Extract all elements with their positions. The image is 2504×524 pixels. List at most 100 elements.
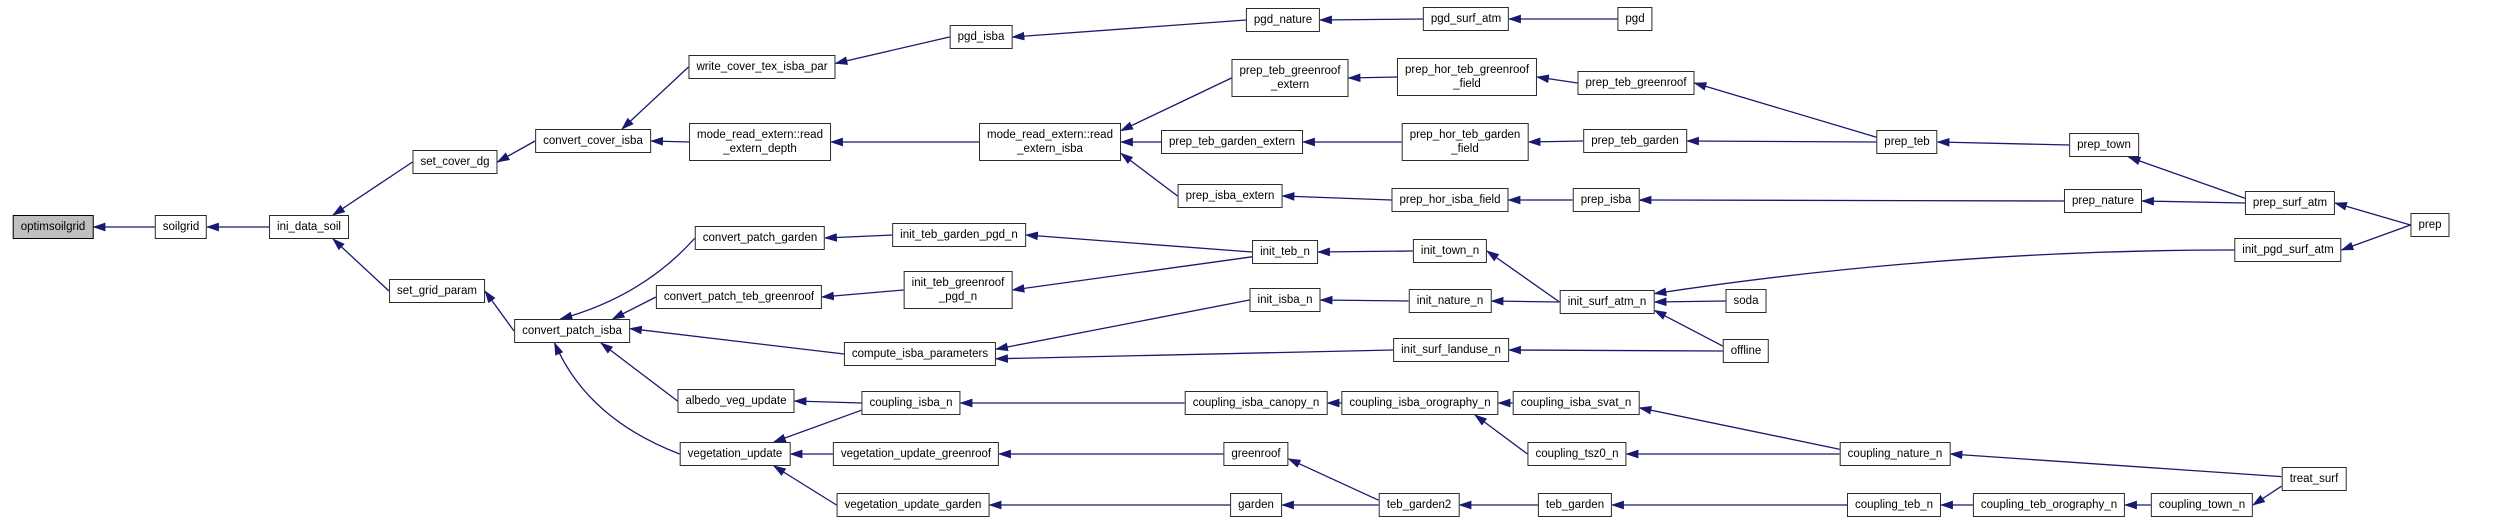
edge-prep_teb_greenroof_extern-to-read_extern_isba — [1120, 77, 1232, 132]
node-albedo_veg_update[interactable]: albedo_veg_update — [677, 389, 795, 413]
node-pgd_nature[interactable]: pgd_nature — [1245, 8, 1321, 32]
node-prep_teb_greenroof[interactable]: prep_teb_greenroof — [1577, 71, 1695, 95]
node-prep_town[interactable]: prep_town — [2069, 133, 2139, 157]
node-prep_teb_garden[interactable]: prep_teb_garden — [1583, 129, 1687, 153]
edge-prep_hor_isba_field-to-prep_isba_extern — [1281, 192, 1392, 201]
edge-prep-to-init_pgd_surf_atm — [2340, 224, 2411, 251]
edge-init_surf_atm_n-to-init_town_n — [1486, 250, 1560, 303]
node-compute_isba_parameters[interactable]: compute_isba_parameters — [843, 342, 997, 366]
node-convert_patch_teb_greenroof[interactable]: convert_patch_teb_greenroof — [655, 285, 823, 309]
node-prep[interactable]: prep — [2410, 213, 2450, 237]
node-prep_hor_teb_garden_field[interactable]: prep_hor_teb_garden _field — [1401, 123, 1529, 161]
node-init_surf_landuse_n[interactable]: init_surf_landuse_n — [1393, 338, 1509, 362]
node-init_isba_n[interactable]: init_isba_n — [1249, 288, 1321, 312]
node-offline[interactable]: offline — [1722, 339, 1770, 363]
edge-init_town_n-to-init_teb_n — [1316, 247, 1414, 257]
node-prep_teb_greenroof_extern[interactable]: prep_teb_greenroof _extern — [1231, 59, 1349, 97]
edge-write_cover_tex_isba_par-to-convert_cover_isba — [621, 66, 689, 130]
node-teb_garden[interactable]: teb_garden — [1537, 493, 1613, 517]
node-init_nature_n[interactable]: init_nature_n — [1408, 289, 1492, 313]
node-init_town_n[interactable]: init_town_n — [1412, 239, 1488, 263]
node-coupling_tsz0_n[interactable]: coupling_tsz0_n — [1527, 442, 1627, 466]
node-treat_surf[interactable]: treat_surf — [2281, 467, 2347, 491]
node-init_teb_greenroof_pgd_n[interactable]: init_teb_greenroof _pgd_n — [903, 271, 1013, 309]
node-pgd_isba[interactable]: pgd_isba — [949, 25, 1013, 49]
node-soilgrid[interactable]: soilgrid — [154, 215, 208, 239]
node-garden[interactable]: garden — [1230, 493, 1282, 517]
node-greenroof[interactable]: greenroof — [1223, 442, 1289, 466]
edge-prep_teb_greenroof-to-prep_hor_teb_greenroof_field — [1535, 74, 1578, 84]
node-coupling_town_n[interactable]: coupling_town_n — [2150, 493, 2254, 517]
node-init_teb_n[interactable]: init_teb_n — [1252, 240, 1318, 264]
node-coupling_isba_orography_n[interactable]: coupling_isba_orography_n — [1341, 391, 1499, 415]
edge-init_nature_n-to-init_isba_n — [1319, 295, 1409, 305]
edge-prep_teb_garden-to-prep_hor_teb_garden_field — [1527, 137, 1584, 147]
node-coupling_isba_n[interactable]: coupling_isba_n — [861, 391, 961, 415]
node-prep_nature[interactable]: prep_nature — [2063, 189, 2143, 213]
edge-init_pgd_surf_atm-to-init_surf_atm_n — [1653, 249, 2235, 297]
node-prep_teb_garden_extern[interactable]: prep_teb_garden_extern — [1161, 130, 1303, 154]
edge-prep_surf_atm-to-prep_town — [2127, 156, 2246, 199]
edge-offline-to-init_surf_landuse_n — [1507, 345, 1724, 355]
node-pgd_surf_atm[interactable]: pgd_surf_atm — [1422, 7, 1510, 31]
edge-convert_patch_teb_greenroof-to-convert_patch_isba — [611, 296, 657, 320]
node-convert_patch_garden[interactable]: convert_patch_garden — [694, 226, 826, 250]
node-prep_surf_atm[interactable]: prep_surf_atm — [2244, 191, 2336, 215]
node-vegetation_update_garden[interactable]: vegetation_update_garden — [836, 493, 990, 517]
node-write_cover_tex_isba_par[interactable]: write_cover_tex_isba_par — [688, 55, 836, 79]
edge-albedo_veg_update-to-convert_patch_isba — [600, 342, 678, 402]
edge-prep_surf_atm-to-prep_nature — [2140, 196, 2246, 206]
edge-teb_garden2-to-greenroof — [1287, 458, 1379, 501]
edge-init_teb_greenroof_pgd_n-to-convert_patch_teb_greenroof — [820, 289, 904, 301]
edge-prep_hor_teb_greenroof_field-to-prep_teb_greenroof_extern — [1347, 73, 1398, 83]
node-pgd[interactable]: pgd — [1617, 7, 1653, 31]
node-coupling_isba_svat_n[interactable]: coupling_isba_svat_n — [1512, 391, 1640, 415]
edge-prep_nature-to-prep_isba — [1638, 195, 2065, 205]
node-init_surf_atm_n[interactable]: init_surf_atm_n — [1559, 290, 1655, 314]
node-set_cover_dg[interactable]: set_cover_dg — [412, 150, 498, 174]
node-set_grid_param[interactable]: set_grid_param — [389, 279, 485, 303]
node-init_pgd_surf_atm[interactable]: init_pgd_surf_atm — [2234, 238, 2342, 262]
node-read_extern_isba[interactable]: mode_read_extern::read _extern_isba — [979, 123, 1121, 161]
edge-coupling_nature_n-to-coupling_isba_svat_n — [1638, 405, 1840, 450]
node-soda[interactable]: soda — [1725, 289, 1767, 313]
node-prep_isba[interactable]: prep_isba — [1572, 188, 1640, 212]
node-read_extern_depth[interactable]: mode_read_extern::read _extern_depth — [689, 123, 831, 161]
edge-coupling_isba_n-to-albedo_veg_update — [793, 397, 862, 406]
edge-prep_isba_extern-to-read_extern_isba — [1120, 152, 1178, 197]
edge-init_teb_n-to-init_teb_greenroof_pgd_n — [1011, 256, 1253, 293]
node-prep_isba_extern[interactable]: prep_isba_extern — [1177, 184, 1283, 208]
node-coupling_teb_orography_n[interactable]: coupling_teb_orography_n — [1972, 493, 2126, 517]
edge-init_teb_n-to-init_teb_garden_pgd_n — [1024, 231, 1253, 253]
edge-prep_teb-to-prep_teb_garden — [1685, 136, 1877, 146]
edge-prep-to-prep_surf_atm — [2333, 202, 2411, 226]
node-prep_hor_isba_field[interactable]: prep_hor_isba_field — [1391, 188, 1509, 212]
node-coupling_isba_canopy_n[interactable]: coupling_isba_canopy_n — [1184, 391, 1328, 415]
node-vegetation_update[interactable]: vegetation_update — [679, 442, 791, 466]
node-teb_garden2[interactable]: teb_garden2 — [1378, 493, 1460, 517]
node-vegetation_update_greenroof[interactable]: vegetation_update_greenroof — [832, 442, 1000, 466]
edge-convert_cover_isba-to-set_cover_dg — [496, 140, 536, 163]
edge-init_isba_n-to-compute_isba_parameters — [994, 299, 1250, 352]
node-coupling_nature_n[interactable]: coupling_nature_n — [1839, 442, 1951, 466]
edge-coupling_tsz0_n-to-coupling_isba_orography_n — [1474, 414, 1528, 455]
node-init_teb_garden_pgd_n[interactable]: init_teb_garden_pgd_n — [892, 223, 1026, 247]
edge-prep_teb-to-prep_teb_greenroof — [1693, 82, 1877, 138]
edge-convert_patch_isba-to-set_grid_param — [484, 290, 515, 332]
edge-pgd_isba-to-write_cover_tex_isba_par — [834, 36, 950, 65]
node-ini_data_soil[interactable]: ini_data_soil — [269, 215, 349, 239]
edge-pgd_nature-to-pgd_isba — [1011, 19, 1247, 41]
edge-convert_patch_garden-to-convert_patch_isba — [559, 237, 696, 321]
node-optimsoilgrid: optimsoilgrid — [12, 215, 94, 239]
edge-init_teb_garden_pgd_n-to-convert_patch_garden — [823, 233, 893, 242]
node-convert_cover_isba[interactable]: convert_cover_isba — [535, 129, 651, 153]
node-prep_teb[interactable]: prep_teb — [1876, 130, 1938, 154]
edge-treat_surf-to-coupling_town_n — [2252, 485, 2282, 506]
edge-offline-to-init_surf_atm_n — [1653, 309, 1724, 347]
node-coupling_teb_n[interactable]: coupling_teb_n — [1846, 493, 1942, 517]
node-prep_hor_teb_greenroof_field[interactable]: prep_hor_teb_greenroof _field — [1396, 58, 1538, 96]
node-convert_patch_isba[interactable]: convert_patch_isba — [514, 319, 630, 343]
edge-init_surf_landuse_n-to-compute_isba_parameters — [994, 349, 1394, 363]
